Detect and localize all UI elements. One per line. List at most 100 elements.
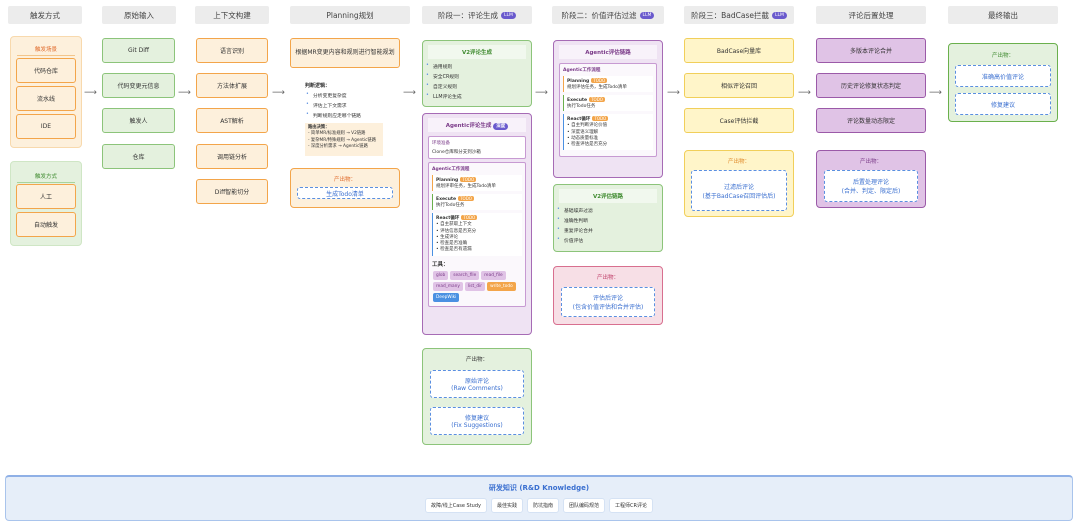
output-sub: (基于BadCase召回评估后) [702, 192, 776, 200]
filtered-comments: 过滤后评论(基于BadCase召回评估后) [691, 170, 787, 211]
todo-badge: TODO [461, 215, 478, 220]
v2-item: 重复评论合并 [556, 227, 662, 234]
route-decision: 路由决策： - 简单MR/标准规则 → V2链路 - 复杂MR/特殊规则 → A… [305, 123, 383, 156]
column-header: 评论后置处理 [816, 6, 926, 24]
post-item: 评论数量动态限定 [816, 108, 926, 133]
todo-badge: TODO [460, 177, 477, 182]
context-item: 方法体扩展 [196, 73, 268, 98]
arrow-right-icon: ⟶ [272, 88, 285, 98]
decision-item: - 简单MR/标准规则 → V2链路 [308, 131, 366, 137]
react-item: • 深度语义理解 [567, 129, 599, 135]
column-header: 最终输出 [948, 6, 1058, 24]
knowledge-chip: 团队编码规范 [563, 498, 606, 513]
arrow-right-icon: ⟶ [667, 88, 680, 98]
v2-item: 自定义规则 [425, 83, 531, 90]
evaluated-comments: 评估后评论(包含价值评估和合并评估) [561, 287, 655, 317]
badcase-item: 相似评论召回 [684, 73, 794, 98]
output-sub: (合并、判定、限定后) [841, 188, 901, 195]
arrow-right-icon: ⟶ [178, 88, 191, 98]
input-item: 仓库 [102, 144, 175, 169]
tool-chip: search_file [450, 270, 480, 280]
trigger-mode-title: 触发方式 [17, 172, 75, 183]
knowledge-title: 研发知识 (R&D Knowledge) [488, 484, 590, 492]
react-item: • 检查是否准确 [436, 241, 468, 247]
header-label: 评论后置处理 [848, 10, 894, 20]
knowledge-chip: 工程师CR评论 [609, 498, 653, 513]
react-item: • 自主判断评论价值 [567, 123, 608, 129]
logic-item: 判断规则应走哪个链路 [305, 112, 400, 119]
step-label: Execute [567, 98, 588, 103]
logic-item: 分析变更复杂度 [305, 92, 400, 99]
react-item: • 生成评论 [436, 234, 459, 240]
final-fix-suggestions: 修复建议 [955, 93, 1051, 115]
fix-suggestions: 修复建议(Fix Suggestions) [430, 407, 524, 435]
output-label: 后置处理评论 [852, 179, 889, 186]
planning-logic: 判断逻辑： 分析变更复杂度评估上下文需求判断规则应走哪个链路 [305, 82, 400, 122]
todo-badge: TODO [458, 196, 474, 201]
v2-item: 基础噪声过滤 [556, 207, 662, 214]
post-item: 多版本评论合并 [816, 38, 926, 63]
todo-badge: TODO [591, 78, 608, 83]
decision-item: - 深度分析需求 → Agentic链路 [308, 144, 368, 150]
flow-title: Agentic工作流程 [432, 167, 470, 172]
header-label: 阶段一：评论生成 [438, 10, 499, 20]
step-desc: 规划评审任务，生成Todo清单 [436, 184, 496, 189]
react-item: • 自主获取上下文 [436, 222, 472, 228]
v2-item: 通用规则 [425, 63, 531, 70]
step-label: React循环 [567, 117, 591, 122]
output-label: 原始评论 [464, 378, 489, 385]
todo-list-output: 生成Todo清单 [297, 187, 393, 199]
arrow-right-icon: ⟶ [929, 88, 942, 98]
todo-badge: TODO [589, 97, 605, 102]
tool-chip: read_file [481, 270, 506, 280]
knowledge-chip: 最佳实践 [490, 498, 523, 513]
output-sub: (Fix Suggestions) [451, 422, 503, 429]
trigger-scene-title: 触发场景 [17, 45, 75, 56]
knowledge-chip: 故障/线上Case Study [425, 498, 487, 513]
output-label: 过滤后评论 [723, 183, 754, 191]
input-item: Git Diff [102, 38, 175, 63]
mode-auto: 自动触发 [16, 212, 76, 237]
step-desc: 执行Todo任务 [436, 203, 465, 208]
v2-item: LLM评论生成 [425, 93, 531, 100]
planning-main: 根据MR变更内容和规则进行智能规划 [290, 38, 400, 68]
v2-generation: V2评论生成 通用规则安全CR规则自定义规则 LLM评论生成 [422, 40, 532, 107]
output-title: 产出物： [465, 357, 488, 363]
decision-title: 路由决策： [308, 125, 330, 130]
header-label: 触发方式 [30, 10, 60, 20]
arrow-right-icon: ⟶ [84, 88, 97, 98]
knowledge-chip: 防坑指南 [526, 498, 559, 513]
v2-item: 安全CR规则 [425, 73, 531, 80]
output-title: 产出物： [991, 53, 1014, 59]
v2-title: V2评论生成 [428, 45, 526, 59]
column-header: 上下文构建 [195, 6, 269, 24]
llm-badge: LLM [639, 11, 655, 19]
context-item: 调用链分析 [196, 144, 268, 169]
tool-chip: read_many [433, 281, 463, 291]
mode-manual: 人工 [16, 184, 76, 209]
tool-chip: glob [433, 270, 449, 280]
raw-comments: 原始评论(Raw Comments) [430, 370, 524, 398]
step-desc: 执行Todo任务 [567, 104, 596, 109]
header-label: 上下文构建 [213, 10, 251, 20]
output-label: 评估后评论 [592, 295, 623, 302]
header-label: Planning规划 [326, 10, 374, 20]
agentic-badge: 深度 [493, 123, 509, 130]
output-title: 产出物： [859, 159, 882, 165]
todo-badge: TODO [592, 116, 609, 121]
tool-chip: list_dir [464, 281, 486, 291]
env-title: 环境准备 [432, 141, 450, 146]
input-item: 代码变更元信息 [102, 73, 175, 98]
agentic-generation: Agentic评论生成 深度 环境准备 Clone仓库和分支到沙箱 Agenti… [422, 113, 532, 335]
step-label: React循环 [436, 216, 460, 221]
context-item: 语言识别 [196, 38, 268, 63]
llm-badge: LLM [501, 11, 516, 19]
env-text: Clone仓库和分支到沙箱 [432, 150, 481, 155]
